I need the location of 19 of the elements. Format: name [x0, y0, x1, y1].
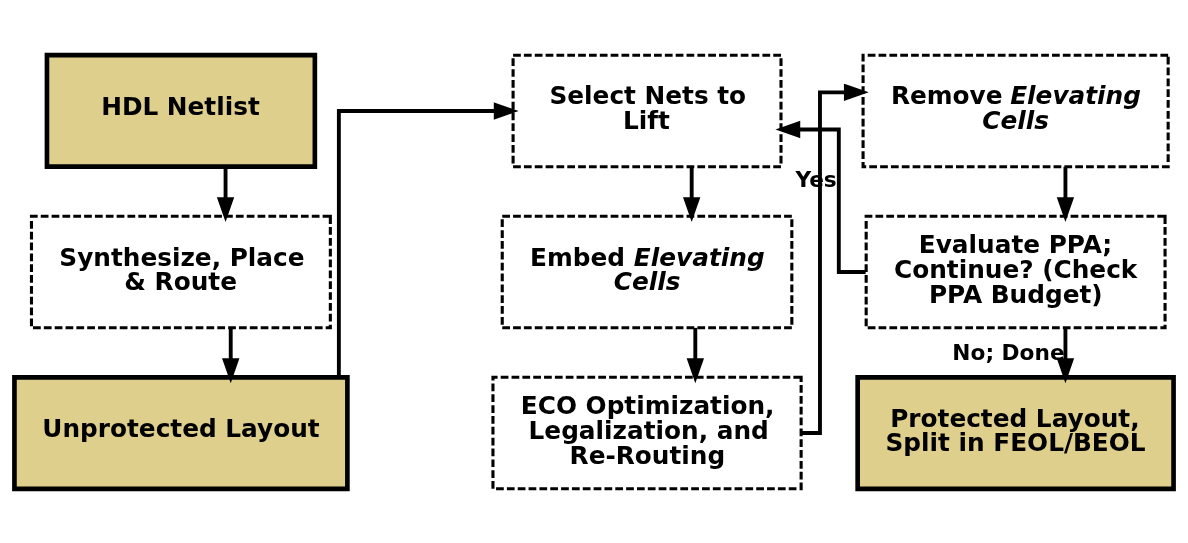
- node-box: Remove Elevating Cells: [861, 53, 1170, 168]
- arrow: [216, 166, 235, 222]
- node-box: Select Nets to Lift: [511, 53, 783, 168]
- node-box: Synthesize, Place & Route: [29, 214, 332, 329]
- node-box: Protected Layout, Split in FEOL/BEOL: [855, 374, 1176, 491]
- node-box: Unprotected Layout: [12, 374, 350, 491]
- arrow: [801, 83, 869, 435]
- node-box: ECO Optimization, Legalization, and Re-Routing: [491, 375, 803, 490]
- node-box: Embed Elevating Cells: [500, 214, 794, 329]
- arrow: [1056, 327, 1075, 383]
- arrow: [1056, 166, 1075, 222]
- node-box: Evaluate PPA; Continue? (Check PPA Budget): [864, 214, 1167, 329]
- edge-label: No; Done: [952, 339, 1065, 365]
- arrow: [686, 327, 704, 383]
- arrow: [683, 166, 701, 222]
- arrow: [222, 327, 240, 383]
- arrow: [775, 120, 866, 274]
- arrow: [336, 101, 519, 377]
- node-box: HDL Netlist: [44, 52, 318, 169]
